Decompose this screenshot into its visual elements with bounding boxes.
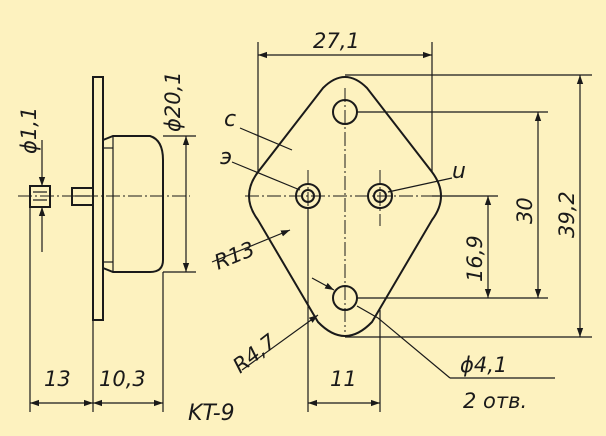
length-10-3-label: 10,3 xyxy=(99,367,146,391)
pin-spacing-label: 11 xyxy=(330,367,357,391)
radius-small-leader xyxy=(241,314,319,371)
hole-spacing-label: 30 xyxy=(513,197,537,224)
base-label: u xyxy=(452,159,466,184)
case-leader xyxy=(239,127,293,151)
hole-diameter-label: ϕ4,1 xyxy=(460,353,507,377)
pin-base-outer xyxy=(367,183,393,209)
case-label: c xyxy=(224,107,236,132)
hole-dia-arrow-in xyxy=(311,277,335,291)
radius-large-leader xyxy=(211,229,291,263)
pin-base-inner xyxy=(373,189,387,203)
front-view: 27,1 39,2 30 16,9 11 R13 R4,7 ϕ4,1 2 отв… xyxy=(211,29,592,413)
hole-dia-leader xyxy=(377,317,451,379)
length-13-label: 13 xyxy=(44,367,71,391)
emitter-leader xyxy=(231,161,301,191)
radius-large-label: R13 xyxy=(211,237,258,275)
hole-dia-arrow-through xyxy=(356,305,379,319)
hole-count-label: 2 отв. xyxy=(463,389,527,413)
side-body xyxy=(102,135,164,273)
side-view: ϕ1,1 ϕ20,1 13 10,3 xyxy=(17,71,196,412)
pin-offset-label: 16,9 xyxy=(463,235,487,282)
emitter-label: э xyxy=(220,145,232,170)
pin-emitter-inner xyxy=(301,189,315,203)
pin-diameter-label: ϕ1,1 xyxy=(17,107,41,154)
side-flange xyxy=(92,76,104,321)
overall-height-label: 39,2 xyxy=(555,191,579,238)
base-leader xyxy=(387,177,453,193)
drawing-title: KT-9 xyxy=(188,401,235,426)
body-diameter-label: ϕ20,1 xyxy=(161,71,185,132)
overall-width-label: 27,1 xyxy=(313,29,360,53)
radius-small-label: R4,7 xyxy=(228,329,281,378)
flange-outline xyxy=(248,76,442,337)
